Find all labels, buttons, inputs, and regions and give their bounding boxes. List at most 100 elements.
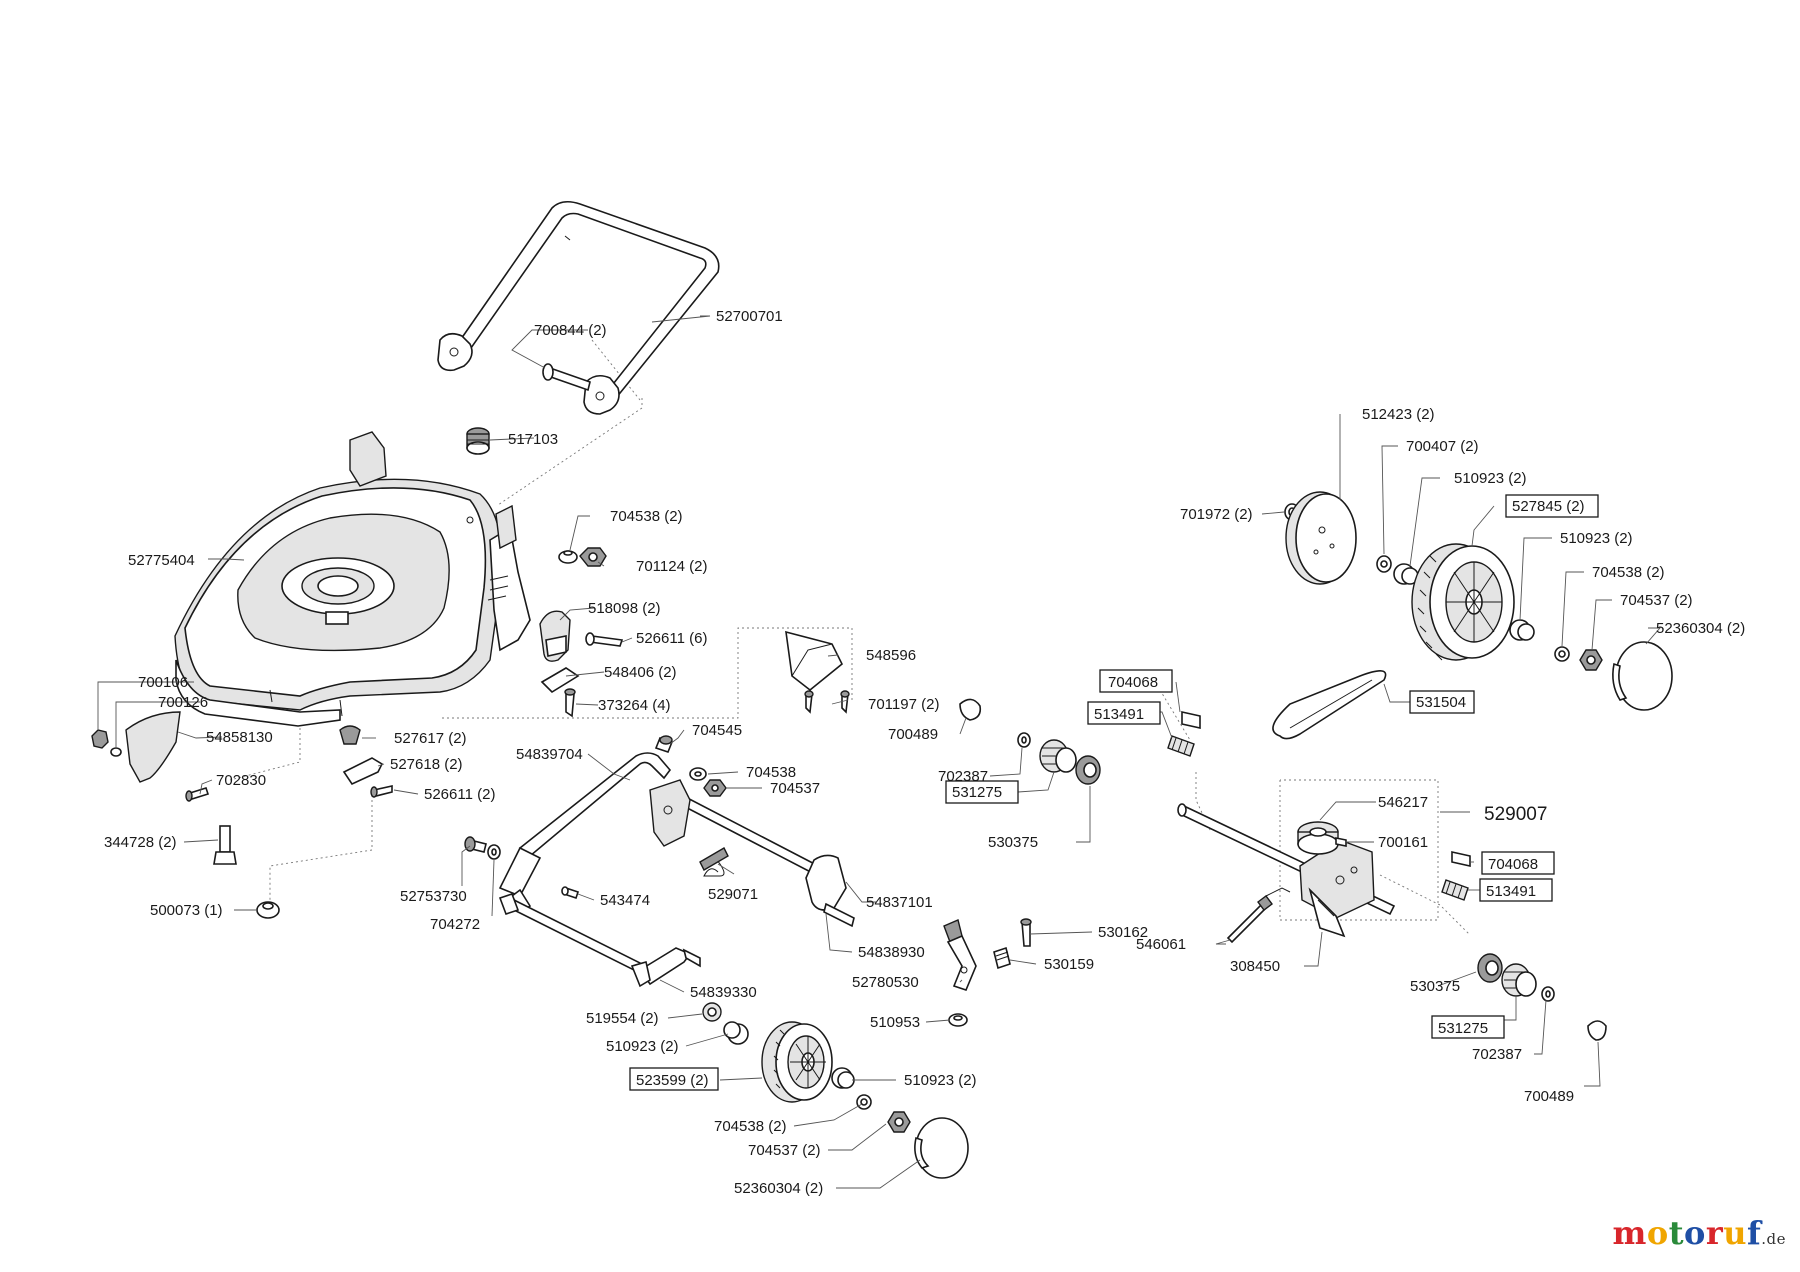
washer-700407: [1376, 555, 1392, 573]
label-519554: 519554 (2): [586, 1010, 659, 1027]
gearbox-308450: [1299, 839, 1375, 938]
label-548596: 548596: [866, 647, 916, 664]
drive-gear-531275-lower: [1501, 963, 1537, 997]
deck-nuts: [558, 547, 607, 567]
label-530375-upper: 530375: [988, 834, 1038, 851]
height-knob: [466, 427, 490, 455]
logo-suffix: .de: [1761, 1230, 1786, 1248]
nut-704537-mid: [703, 779, 727, 797]
label-54858130: 54858130: [206, 729, 273, 746]
washer-704538-rear: [1554, 646, 1570, 662]
height-adjust-frame: [498, 752, 832, 914]
axle-frame-54839330: [498, 892, 701, 988]
label-308450: 308450: [1230, 958, 1280, 975]
label-52753730: 52753730: [400, 888, 467, 905]
label-513491-lower: 513491: [1486, 883, 1536, 900]
washer-702387-upper: [1017, 732, 1031, 748]
label-700161: 700161: [1378, 834, 1428, 851]
label-704538-mid: 704538: [746, 764, 796, 781]
nut-700106: [91, 729, 109, 749]
label-54839704: 54839704: [516, 746, 583, 763]
clip-700489-right: [1587, 1020, 1607, 1041]
label-52700701: 52700701: [716, 308, 783, 325]
washer-704272: [487, 844, 501, 860]
label-517103: 517103: [508, 431, 558, 448]
mower-deck: [174, 431, 531, 727]
label-52360304-rear: 52360304 (2): [1656, 620, 1745, 637]
height-lever: [943, 919, 977, 991]
washer-700126: [110, 747, 122, 757]
pinion-530375-upper: [1075, 755, 1101, 785]
label-704538-front: 704538 (2): [714, 1118, 787, 1135]
label-527617: 527617 (2): [394, 730, 467, 747]
screws-701197: [804, 690, 850, 714]
logo-letter: o: [1684, 1214, 1706, 1252]
label-530159: 530159: [1044, 956, 1094, 973]
label-52775404: 52775404: [128, 552, 195, 569]
washer-702387-lower: [1541, 986, 1555, 1002]
label-700407: 700407 (2): [1406, 438, 1479, 455]
label-527845: 527845 (2): [1512, 498, 1585, 515]
pulley-546217: [1297, 821, 1339, 855]
label-704068-lower: 704068: [1488, 856, 1538, 873]
label-500073: 500073 (1): [150, 902, 223, 919]
pivot-bracket-54838930: [805, 854, 855, 928]
label-54838930: 54838930: [858, 944, 925, 961]
label-700106: 700106: [138, 674, 188, 691]
hubcap-rear: [1612, 641, 1673, 711]
label-530162: 530162: [1098, 924, 1148, 941]
logo-letter: r: [1705, 1214, 1724, 1252]
label-702387-upper: 702387: [938, 768, 988, 785]
nut-500073: [256, 901, 280, 919]
site-logo: motoruf.de: [1613, 1214, 1786, 1252]
label-531275-lower: 531275: [1438, 1020, 1488, 1037]
label-530375-lower: 530375: [1410, 978, 1460, 995]
label-526611-2: 526611 (2): [424, 786, 495, 803]
label-704545: 704545: [692, 722, 742, 739]
label-546061: 546061: [1136, 936, 1186, 953]
mulch-bracket: [539, 610, 571, 662]
screw-526611-upper: [585, 632, 624, 647]
hubcap-front: [914, 1117, 969, 1179]
discharge-flap: [785, 630, 844, 692]
logo-letter: u: [1723, 1214, 1747, 1252]
label-531275-upper: 531275: [952, 784, 1002, 801]
screw-373264: [564, 688, 576, 718]
label-704537-rear: 704537 (2): [1620, 592, 1693, 609]
label-52780530: 52780530: [852, 974, 919, 991]
label-704068-upper: 704068: [1108, 674, 1158, 691]
label-700489-right: 700489: [1524, 1088, 1574, 1105]
spring-513491-upper: [1167, 735, 1195, 757]
label-510923-fl: 510923 (2): [606, 1038, 679, 1055]
cable-546061: [1226, 887, 1291, 944]
bolt-704545: [654, 735, 674, 753]
label-54839330: 54839330: [690, 984, 757, 1001]
label-700489-left: 700489: [888, 726, 938, 743]
label-704537-front: 704537 (2): [748, 1142, 821, 1159]
label-513491-upper: 513491: [1094, 706, 1144, 723]
label-700844: 700844 (2): [534, 322, 607, 339]
bushing-510923-front-right: [831, 1067, 855, 1089]
key-704068-upper: [1181, 711, 1201, 729]
upper-handle: [437, 200, 720, 415]
label-344728: 344728 (2): [104, 834, 177, 851]
label-529007: 529007: [1484, 804, 1547, 825]
front-wheel: [761, 1021, 833, 1103]
label-526611-6: 526611 (6): [636, 630, 707, 647]
cable-clip-527617: [339, 725, 361, 745]
spring-529071: [699, 847, 729, 877]
nut-704537-rear: [1579, 649, 1603, 671]
pinion-530375-lower: [1477, 953, 1503, 983]
label-701124: 701124 (2): [636, 558, 707, 575]
label-523599: 523599 (2): [636, 1072, 709, 1089]
logo-letter: o: [1646, 1214, 1669, 1252]
label-54837101: 54837101: [866, 894, 933, 911]
nut-704537-front: [887, 1111, 911, 1133]
rear-wheel: [1411, 543, 1515, 661]
washer-704538-front: [856, 1094, 872, 1110]
washer-704538-mid: [689, 767, 707, 781]
label-702830: 702830: [216, 772, 266, 789]
logo-letter: t: [1668, 1214, 1685, 1252]
spring-530159: [993, 946, 1011, 970]
